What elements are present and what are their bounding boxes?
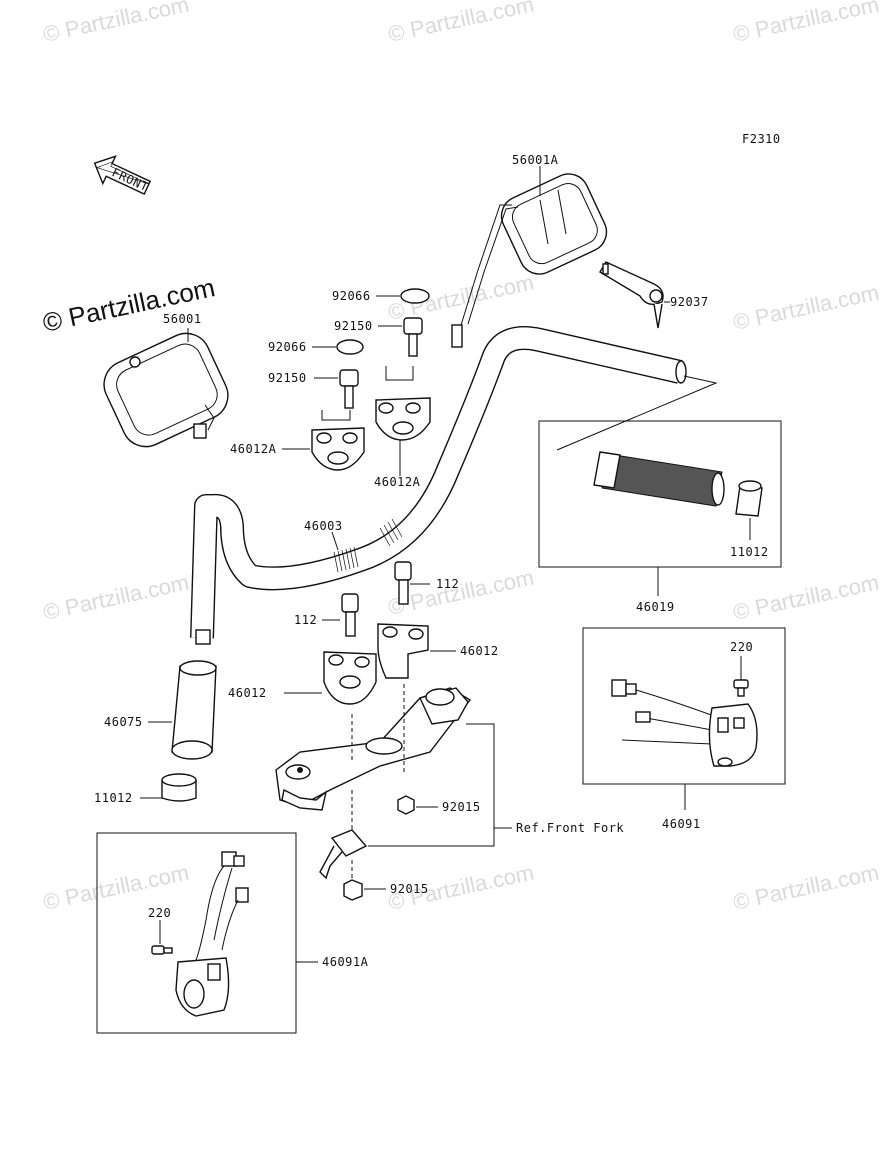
figure-code: F2310 <box>742 132 781 146</box>
label-56001[interactable]: 56001 <box>163 312 202 326</box>
cable-clip-bracket[interactable] <box>319 790 368 880</box>
mirror-right[interactable] <box>451 167 613 348</box>
holder-46012A-right[interactable] <box>375 397 431 441</box>
label-112-left[interactable]: 112 <box>294 613 317 627</box>
label-46012-right[interactable]: 46012 <box>460 644 499 658</box>
label-11012-right[interactable]: 11012 <box>730 545 769 559</box>
watermark: © Partzilla.com <box>41 570 191 625</box>
screw-220-left[interactable] <box>151 945 173 955</box>
label-46012-left[interactable]: 46012 <box>228 686 267 700</box>
label-46091[interactable]: 46091 <box>662 817 701 831</box>
throttle-grip-box <box>538 420 782 568</box>
label-11012-left[interactable]: 11012 <box>94 791 133 805</box>
bolt-112-left[interactable] <box>341 593 359 637</box>
label-92015-upper[interactable]: 92015 <box>442 800 481 814</box>
key-92037[interactable] <box>599 261 664 329</box>
watermark: © Partzilla.com <box>41 0 191 47</box>
label-46012A-right[interactable]: 46012A <box>374 475 421 489</box>
screw-220-right[interactable] <box>733 679 749 697</box>
label-220-right[interactable]: 220 <box>730 640 753 654</box>
label-92066-lower[interactable]: 92066 <box>268 340 307 354</box>
throttle-grip[interactable] <box>593 451 725 507</box>
grip-end-cap-11012-left[interactable] <box>161 773 197 802</box>
label-92066-upper[interactable]: 92066 <box>332 289 371 303</box>
label-46003[interactable]: 46003 <box>304 519 343 533</box>
ref-bracket <box>368 723 495 847</box>
front-label: FRONT <box>110 165 151 194</box>
label-92150-lower[interactable]: 92150 <box>268 371 307 385</box>
label-220-left[interactable]: 220 <box>148 906 171 920</box>
nut-92015-lower[interactable] <box>343 879 363 901</box>
front-arrow-icon: FRONT <box>93 155 152 195</box>
holder-46012-left[interactable] <box>323 651 377 705</box>
watermark: © Partzilla.com <box>731 0 881 47</box>
label-46075[interactable]: 46075 <box>104 715 143 729</box>
leader-46003 <box>331 531 339 551</box>
cap-92066-upper[interactable] <box>400 288 430 304</box>
label-92150-upper[interactable]: 92150 <box>334 319 373 333</box>
leader-throttle <box>556 375 718 451</box>
label-56001A[interactable]: 56001A <box>512 153 559 167</box>
label-92015-lower[interactable]: 92015 <box>390 882 429 896</box>
handlebar-46003[interactable] <box>190 326 687 645</box>
left-switch-46091A[interactable] <box>175 851 249 1017</box>
label-92037[interactable]: 92037 <box>670 295 709 309</box>
bolt-92150-upper[interactable] <box>403 317 423 357</box>
bracket-46012A-right <box>385 366 414 381</box>
mirror-left[interactable] <box>96 326 236 455</box>
label-46012A-left[interactable]: 46012A <box>230 442 277 456</box>
bolt-112-right[interactable] <box>394 561 412 605</box>
label-112-right[interactable]: 112 <box>436 577 459 591</box>
label-46019[interactable]: 46019 <box>636 600 675 614</box>
nut-92015-upper[interactable] <box>397 795 415 815</box>
bolt-92150-lower[interactable] <box>339 369 359 409</box>
ref-front-fork[interactable]: Ref.Front Fork <box>516 821 624 835</box>
holder-46012A-left[interactable] <box>311 427 365 471</box>
left-switch-box <box>96 832 297 1034</box>
grip-end-cap-11012-right[interactable] <box>735 480 763 517</box>
watermark: © Partzilla.com <box>386 0 536 47</box>
label-46091A[interactable]: 46091A <box>322 955 369 969</box>
watermark: © Partzilla.com <box>731 280 881 335</box>
watermark: © Partzilla.com <box>731 570 881 625</box>
watermark: © Partzilla.com <box>731 860 881 915</box>
cap-92066-lower[interactable] <box>336 339 364 355</box>
holder-46012-right[interactable] <box>377 623 429 679</box>
left-grip-46075[interactable] <box>171 660 217 760</box>
upper-triple-clamp[interactable] <box>275 687 472 811</box>
right-switch-46091[interactable] <box>611 679 758 767</box>
right-switch-box <box>582 627 786 785</box>
bracket-46012A-left <box>321 410 351 421</box>
brand-watermark: © Partzilla.com <box>40 272 218 338</box>
